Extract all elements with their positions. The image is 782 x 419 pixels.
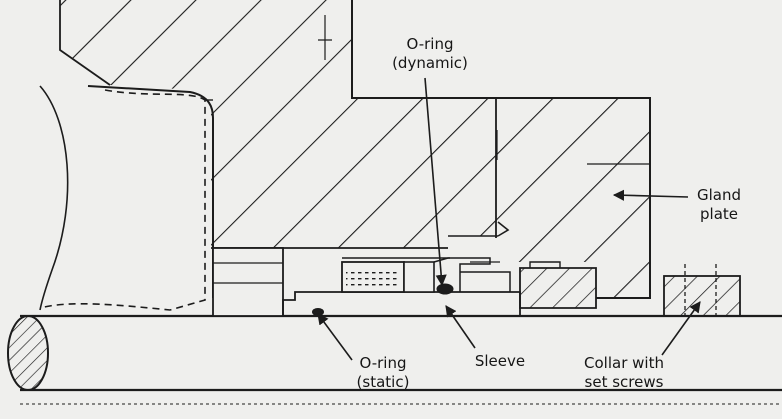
label-gland-plate-line2: plate: [700, 205, 738, 223]
shaft: [7, 314, 782, 405]
label-oring-dynamic: O-ring (dynamic): [385, 35, 475, 73]
label-gland-plate-line1: Gland: [696, 186, 741, 204]
seal-head: [341, 257, 450, 293]
arrow-oring-static: [317, 313, 353, 361]
stationary-seat: [519, 261, 650, 309]
gland-plate: [318, 15, 650, 238]
arrow-oring-dynamic: [424, 77, 447, 287]
arrow-gland-plate: [612, 189, 689, 201]
seal-face: [433, 257, 511, 295]
arrow-sleeve: [445, 305, 476, 349]
label-oring-static: O-ring (static): [348, 354, 418, 392]
label-oring-static-line1: O-ring: [359, 354, 407, 372]
label-collar-line1: Collar with: [584, 354, 664, 372]
sleeve: [212, 247, 521, 317]
collar: [663, 264, 741, 317]
arrow-collar: [661, 301, 701, 356]
label-collar: Collar with set screws: [574, 354, 674, 392]
label-sleeve: Sleeve: [468, 352, 532, 371]
leader-lines: [317, 77, 701, 361]
casing-body: [59, 0, 651, 299]
label-sleeve-text: Sleeve: [474, 352, 526, 370]
label-oring-dynamic-line2: (dynamic): [392, 54, 468, 72]
impeller-hub: [39, 85, 214, 311]
label-gland-plate: Gland plate: [692, 186, 746, 224]
label-collar-line2: set screws: [584, 373, 664, 391]
label-oring-dynamic-line1: O-ring: [406, 35, 454, 53]
label-oring-static-line2: (static): [356, 373, 410, 391]
